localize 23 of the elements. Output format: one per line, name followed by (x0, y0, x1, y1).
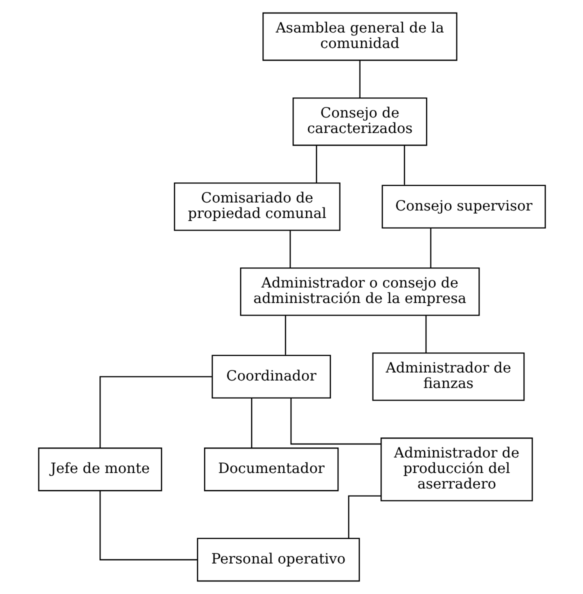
node-box: Jefe de monte (38, 448, 162, 492)
connector (284, 315, 286, 355)
connector (289, 230, 290, 268)
connector (424, 315, 426, 353)
connector (358, 60, 360, 98)
node-box: Consejo supervisor (381, 184, 546, 229)
connector (403, 145, 405, 185)
node-box: Consejo de caracterizados (292, 97, 427, 146)
node-box: Coordinador (211, 354, 330, 399)
node-box: Personal operativo (196, 538, 360, 582)
connector (250, 398, 252, 448)
node-box: Documentador (204, 448, 338, 492)
connector (348, 495, 381, 538)
node-box: Administrador o consejo de administración de la empresa (240, 267, 480, 316)
connector (99, 490, 197, 560)
node-box: Administrador de producción del aserradero (380, 438, 532, 502)
connector (430, 228, 431, 268)
connector (99, 376, 212, 448)
node-box: Asamblea general de la comunidad (262, 12, 457, 61)
node-box: Comisariado de propiedad comunal (173, 182, 340, 231)
node-box: Administrador de fianzas (372, 352, 524, 401)
connector (290, 398, 381, 445)
connector (315, 145, 317, 183)
